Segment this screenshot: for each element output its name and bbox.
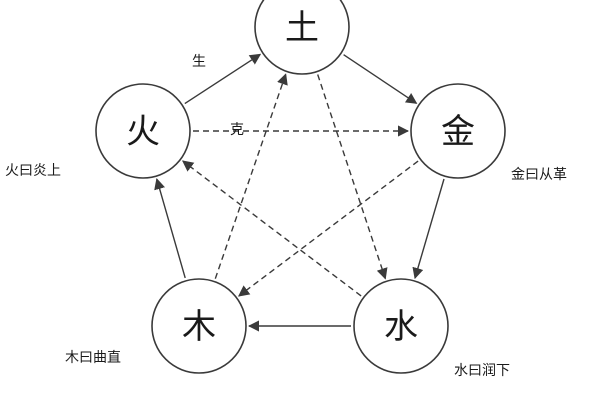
controlling-arrow-metal-to-wood [238,160,419,297]
node-fire: 火 火曰炎上 [5,83,191,179]
controlling-arrow-water-to-fire [182,160,362,297]
fire-char: 火 [126,112,160,152]
node-wood: 木 木曰曲直 [65,278,247,374]
earth-char: 土 [285,8,319,48]
metal-circle [410,83,506,179]
fire-circle [95,83,191,179]
controlling-label: 克 [230,122,244,138]
metal-char: 金 [441,112,475,152]
water-circle [353,278,449,374]
generating-arrow-metal-to-water [412,178,445,280]
generating-label: 生 [192,54,206,70]
wood-caption: 木曰曲直 [65,349,121,366]
node-water: 水 水曰润下 [353,278,510,379]
wood-char: 木 [182,307,216,347]
generating-arrow-earth-to-metal [343,54,418,104]
generating-arrow-wood-to-fire [154,178,186,279]
metal-caption: 金曰从革 [511,167,567,183]
edges-layer [154,53,445,332]
water-caption: 水曰润下 [454,363,510,379]
water-char: 水 [384,307,418,347]
node-metal: 金 金曰从革 [410,83,567,183]
earth-circle [254,0,350,75]
controlling-arrow-wood-to-earth [214,73,288,279]
node-earth: 土 [254,0,350,75]
controlling-arrow-earth-to-water [317,74,388,280]
generating-arrow-fire-to-earth [184,53,262,105]
wood-circle [151,278,247,374]
fire-caption: 火曰炎上 [5,163,61,179]
